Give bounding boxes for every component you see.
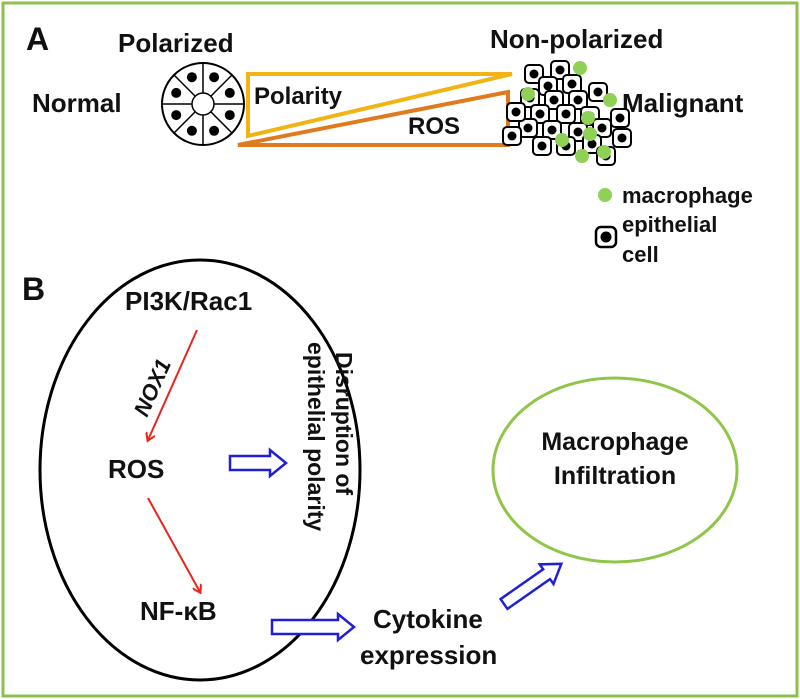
epithelial-nucleus [543,81,553,91]
arrow-cytokine-to-macrophage [498,562,564,611]
polarity-wedge-label: Polarity [254,83,343,110]
epithelial-nucleus [617,133,627,143]
disruption-label-line2: epithelial polarity [303,342,329,531]
arrow-ros-to-nfkb [147,497,200,592]
epithelial-nucleus [507,131,517,141]
legend-macrophage-label: macrophage [622,183,753,208]
acinus-nucleus [171,110,182,121]
cell-ellipse [38,258,362,682]
ros-wedge-label: ROS [408,113,460,140]
panel-a-label: A [26,21,49,57]
epithelial-nucleus [573,95,583,105]
acinus-nucleus [224,110,235,121]
panel-b-label: B [22,271,45,307]
acinus-cell-border [173,74,196,97]
legend: macrophage epithelial cell [594,183,753,267]
pi3k-rac1-node: PI3K/Rac1 [125,286,252,316]
epithelial-nucleus [535,109,545,119]
malignant-label: Malignant [622,88,744,118]
macrophage-infiltration-ellipse [491,376,739,564]
ros-node: ROS [108,454,164,484]
polarity-wedge [246,72,513,139]
macrophage [603,93,617,107]
epithelial-nucleus [561,109,571,119]
polarized-acinus-icon [161,62,245,146]
macrophage [581,111,595,125]
acinus-nucleus [171,87,182,98]
epithelial-nucleus [573,127,583,137]
macrophage-infiltration-line1: Macrophage [541,428,688,456]
arrow-ros-to-disruption [228,447,288,479]
epithelial-nucleus [537,141,547,151]
acinus-cell-border [210,74,233,97]
legend-epithelial-cell-icon [594,225,618,249]
epithelial-nucleus [547,125,557,135]
cytokine-label-line2: expression [360,640,497,670]
macrophage [573,61,587,75]
acinus-nucleus [209,72,220,83]
legend-epithelial-label-line2: cell [622,242,659,267]
malignant-cell-cluster [502,60,632,166]
macrophage [521,87,535,101]
epithelial-nucleus [523,123,533,133]
polarized-label: Polarized [118,28,234,58]
acinus-cell-border [173,111,196,134]
arrow-nfkb-to-cytokine [270,611,356,643]
nfkb-node: NF-κB [140,596,217,626]
epithelial-nucleus [615,113,625,123]
epithelial-nucleus [597,123,607,133]
epithelial-nucleus [549,95,559,105]
macrophage-infiltration-line2: Infiltration [554,462,676,490]
cytokine-label-line1: Cytokine [373,604,483,634]
macrophage [555,133,569,147]
epithelial-nucleus [555,65,565,75]
non-polarized-label: Non-polarized [490,24,663,54]
epithelial-nucleus [511,107,521,117]
epithelial-nucleus [529,69,539,79]
acinus-nucleus [186,72,197,83]
epithelial-nucleus [567,79,577,89]
epithelial-nucleus [587,139,597,149]
epithelial-nucleus [593,87,603,97]
acinus-cell-border [210,111,233,134]
acinus-nucleus [224,87,235,98]
macrophage [583,127,597,141]
legend-epithelial-label-line1: epithelial [622,212,717,237]
arrow-pi3k-to-ros [148,329,198,440]
acinus-nucleus [209,125,220,136]
normal-label: Normal [32,88,122,118]
legend-macrophage-icon [598,188,612,202]
disruption-label-line1: Disruption of [331,352,357,495]
macrophage [575,149,589,163]
macrophage [597,145,611,159]
acinus-nucleus [186,125,197,136]
